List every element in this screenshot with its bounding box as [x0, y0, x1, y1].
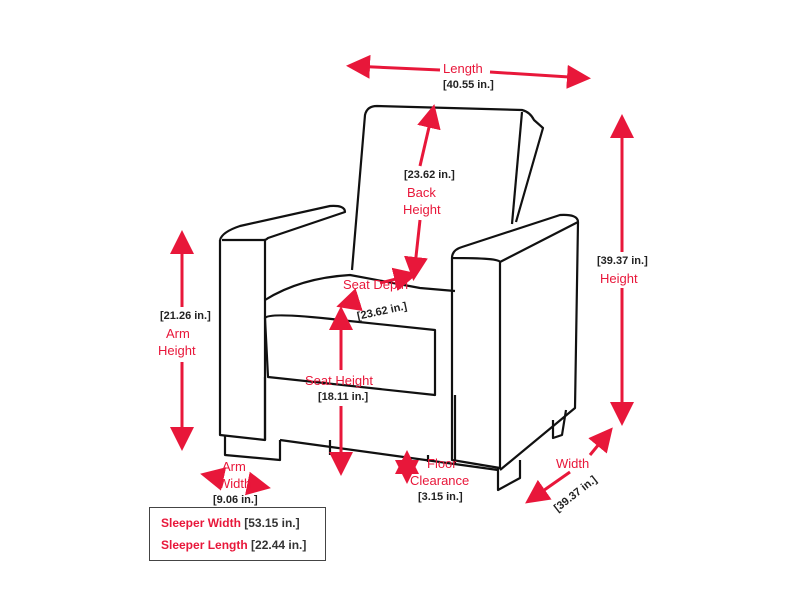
seat-depth-label: Seat Depth	[343, 277, 409, 292]
seat-height-value: [18.11 in.]	[318, 391, 369, 403]
width-label: Width	[556, 456, 590, 471]
arm-height-label-1: Arm	[166, 326, 190, 341]
length-value: [40.55 in.]	[443, 79, 494, 91]
length-label: Length	[443, 61, 483, 76]
floor-clearance-label-1: Floor	[427, 456, 457, 471]
width-arrow-left	[525, 470, 571, 504]
chair-outline	[218, 104, 580, 492]
seat-depth-arrow-left	[336, 288, 363, 312]
arm-width-label-1: Arm	[222, 459, 246, 474]
arm-height-label-2: Height	[158, 343, 196, 358]
arm-height-value: [21.26 in.]	[160, 310, 211, 322]
dimension-arrows	[170, 54, 634, 504]
back-height-label-1: Back	[407, 185, 436, 200]
sleeper-width-value: [53.15 in.]	[244, 516, 300, 530]
sleeper-length-value: [22.44 in.]	[251, 538, 307, 552]
back-height-arrow-down	[404, 219, 428, 281]
arm-width-arrow-right	[244, 471, 271, 496]
arm-width-arrow-left	[200, 467, 227, 491]
back-height-value: [23.62 in.]	[404, 169, 455, 181]
seat-depth-arrow-right	[379, 267, 418, 292]
seat-height-label: Seat Height	[305, 373, 373, 388]
back-height-label-2: Height	[403, 202, 441, 217]
length-arrow-right	[489, 64, 591, 89]
back-height-arrow-up	[417, 104, 441, 167]
sleeper-dimensions-box: Sleeper Width [53.15 in.] Sleeper Length…	[149, 507, 326, 561]
width-arrow-right	[588, 427, 613, 456]
arm-width-label-2: Width	[218, 476, 252, 491]
floor-clearance-value: [3.15 in.]	[418, 491, 463, 503]
sleeper-width-label: Sleeper Width	[161, 516, 241, 530]
height-label: Height	[600, 271, 638, 286]
arm-width-value: [9.06 in.]	[213, 494, 258, 506]
length-arrow-left	[346, 54, 441, 79]
floor-clearance-label-2: Clearance	[410, 473, 470, 488]
height-value: [39.37 in.]	[597, 255, 648, 267]
sleeper-length-label: Sleeper Length	[161, 538, 248, 552]
